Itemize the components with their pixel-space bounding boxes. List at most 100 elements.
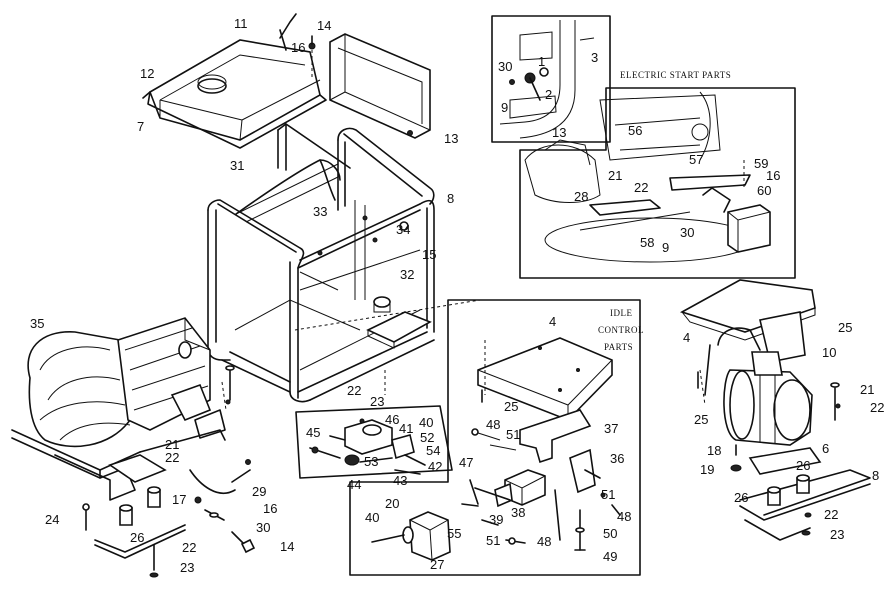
part-callout-c43: 43 <box>393 473 407 488</box>
part-callout-c15: 15 <box>422 247 436 262</box>
part-callout-c26b: 26 <box>796 458 810 473</box>
electric-start-inset <box>519 87 796 279</box>
muffler-cover <box>329 33 431 139</box>
part-callout-c31: 31 <box>230 158 244 173</box>
engine-assembly <box>11 317 256 578</box>
governor-detail-inset <box>295 405 453 479</box>
part-callout-c19: 19 <box>700 462 714 477</box>
part-callout-c14b: 14 <box>280 539 294 554</box>
part-callout-c12: 12 <box>140 66 154 81</box>
part-callout-c48c: 48 <box>537 534 551 549</box>
idle-caption-1: IDLE <box>610 308 633 318</box>
part-callout-c34: 34 <box>396 222 410 237</box>
part-callout-c25c: 25 <box>694 412 708 427</box>
terminal-inset <box>491 15 611 143</box>
part-callout-c22e: 22 <box>870 400 884 415</box>
part-callout-c51c: 51 <box>486 533 500 548</box>
part-callout-c36: 36 <box>610 451 624 466</box>
part-callout-c28: 28 <box>574 189 588 204</box>
part-callout-c2: 2 <box>545 87 552 102</box>
part-callout-c23b: 23 <box>180 560 194 575</box>
tube-frame <box>207 123 435 403</box>
part-callout-c7: 7 <box>137 119 144 134</box>
part-callout-c22d: 22 <box>634 180 648 195</box>
part-callout-c9a: 9 <box>501 100 508 115</box>
part-callout-c58: 58 <box>640 235 654 250</box>
part-callout-c13b: 13 <box>552 125 566 140</box>
part-callout-c16b: 16 <box>263 501 277 516</box>
part-callout-c47: 47 <box>459 455 473 470</box>
part-callout-c42: 42 <box>428 459 442 474</box>
part-callout-c21c: 21 <box>860 382 874 397</box>
part-callout-c1: 1 <box>538 54 545 69</box>
part-callout-c50: 50 <box>603 526 617 541</box>
part-callout-c6: 6 <box>822 441 829 456</box>
part-callout-c11: 11 <box>234 16 248 31</box>
part-callout-c9b: 9 <box>662 240 669 255</box>
part-callout-c29: 29 <box>252 484 266 499</box>
part-callout-c33: 33 <box>313 204 327 219</box>
part-callout-c22a: 22 <box>347 383 361 398</box>
part-callout-c23a: 23 <box>370 394 384 409</box>
part-callout-c30a: 30 <box>256 520 270 535</box>
part-callout-c23c: 23 <box>830 527 844 542</box>
part-callout-c3: 3 <box>591 50 598 65</box>
part-callout-c35: 35 <box>30 316 44 331</box>
part-callout-c54: 54 <box>426 443 440 458</box>
part-callout-c27: 27 <box>430 557 444 572</box>
part-callout-c57: 57 <box>689 152 703 167</box>
part-callout-c37: 37 <box>604 421 618 436</box>
part-callout-c4b: 4 <box>683 330 690 345</box>
part-callout-c32: 32 <box>400 267 414 282</box>
part-callout-c26a: 26 <box>130 530 144 545</box>
part-callout-c44: 44 <box>347 477 361 492</box>
part-callout-c38: 38 <box>511 505 525 520</box>
part-callout-c39: 39 <box>489 512 503 527</box>
part-callout-c55: 55 <box>447 526 461 541</box>
part-callout-c22b: 22 <box>165 450 179 465</box>
part-callout-c40b: 40 <box>365 510 379 525</box>
part-callout-c56: 56 <box>628 123 642 138</box>
part-callout-c16c: 16 <box>766 168 780 183</box>
part-callout-c20: 20 <box>385 496 399 511</box>
part-callout-c21b: 21 <box>608 168 622 183</box>
part-callout-c10: 10 <box>822 345 836 360</box>
fuel-tank <box>142 13 327 149</box>
part-callout-c17: 17 <box>172 492 186 507</box>
part-callout-c59: 59 <box>754 156 768 171</box>
part-callout-c53: 53 <box>364 454 378 469</box>
part-callout-c46: 46 <box>385 412 399 427</box>
part-callout-c8b: 8 <box>872 468 879 483</box>
part-callout-c51b: 51 <box>601 487 615 502</box>
leader-lines <box>221 50 745 411</box>
part-callout-c13a: 13 <box>444 131 458 146</box>
part-callout-c22f: 22 <box>824 507 838 522</box>
part-callout-c8a: 8 <box>447 191 454 206</box>
part-callout-c26c: 26 <box>734 490 748 505</box>
captions: ELECTRIC START PARTS IDLE CONTROL PARTS <box>598 70 731 352</box>
part-callout-c60: 60 <box>757 183 771 198</box>
part-callout-c49: 49 <box>603 549 617 564</box>
part-callout-c45: 45 <box>306 425 320 440</box>
idle-control-inset <box>349 299 641 576</box>
part-callout-c14a: 14 <box>317 18 331 33</box>
part-callout-c18: 18 <box>707 443 721 458</box>
electric-start-caption: ELECTRIC START PARTS <box>620 70 731 80</box>
part-callout-c51a: 51 <box>506 427 520 442</box>
part-callout-c48a: 48 <box>486 417 500 432</box>
part-callout-c4a: 4 <box>549 314 556 329</box>
part-callout-c40a: 40 <box>419 415 433 430</box>
part-callout-c30c: 30 <box>680 225 694 240</box>
idle-control-parts <box>371 337 621 561</box>
right-motor-assembly <box>679 279 871 541</box>
part-callout-c41: 41 <box>399 421 413 436</box>
part-callout-c25a: 25 <box>504 399 518 414</box>
part-callout-c48b: 48 <box>617 509 631 524</box>
part-callout-c21a: 21 <box>165 437 179 452</box>
part-callout-c22c: 22 <box>182 540 196 555</box>
idle-caption-3: PARTS <box>604 342 633 352</box>
part-callout-c52: 52 <box>420 430 434 445</box>
part-callout-c30b: 30 <box>498 59 512 74</box>
